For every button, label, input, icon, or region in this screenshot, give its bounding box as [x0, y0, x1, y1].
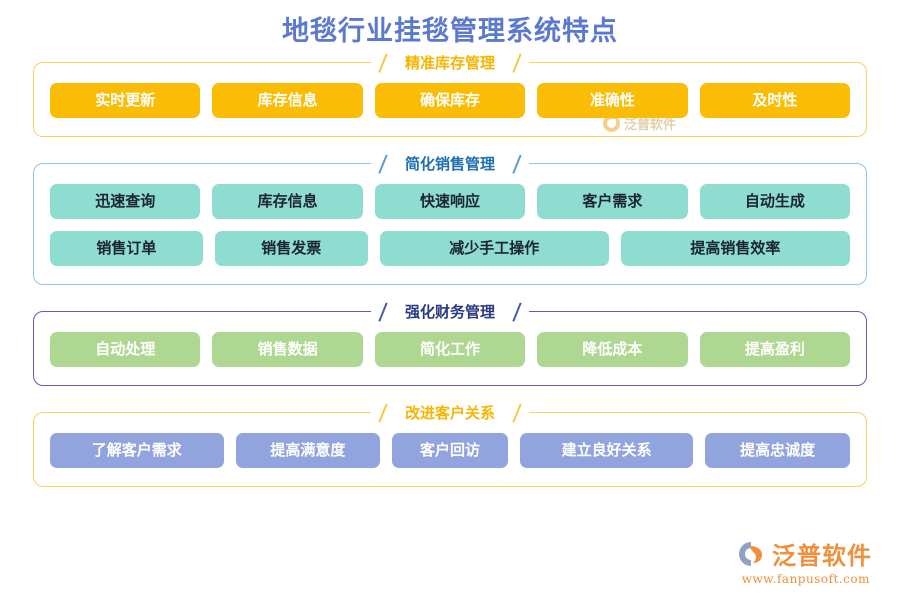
- chip-row: 销售订单销售发票减少手工操作提高销售效率: [34, 219, 866, 284]
- brand-logo-row: 泛普软件: [736, 536, 872, 571]
- sections-container: 精准库存管理实时更新库存信息确保库存准确性及时性简化销售管理迅速查询库存信息快速…: [0, 51, 900, 488]
- feature-chip[interactable]: 快速响应: [374, 184, 526, 220]
- feature-chip[interactable]: 库存信息: [212, 83, 363, 119]
- brand-logo-url: www.fanpusoft.com: [741, 572, 870, 586]
- section-card-inventory: 精准库存管理实时更新库存信息确保库存准确性及时性: [33, 51, 867, 138]
- chip-row: 实时更新库存信息确保库存准确性及时性: [34, 63, 866, 136]
- feature-chip[interactable]: 准确性: [537, 83, 688, 119]
- section-card-sales: 简化销售管理迅速查询库存信息快速响应客户需求自动生成销售订单销售发票减少手工操作…: [33, 152, 867, 286]
- feature-chip[interactable]: 销售订单: [50, 231, 203, 267]
- feature-chip[interactable]: 了解客户需求: [50, 433, 224, 469]
- brand-logo: 泛普软件 www.fanpusoft.com: [736, 536, 872, 586]
- feature-chip[interactable]: 客户回访: [392, 433, 508, 469]
- feature-chip[interactable]: 自动处理: [50, 332, 201, 368]
- feature-chip[interactable]: 客户需求: [537, 184, 688, 220]
- feature-chip[interactable]: 降低成本: [537, 332, 688, 368]
- feature-chip[interactable]: 及时性: [699, 83, 851, 119]
- feature-chip[interactable]: 实时更新: [50, 83, 201, 119]
- fanpu-logo-icon: [736, 539, 766, 569]
- chip-row: 了解客户需求提高满意度客户回访建立良好关系提高忠诚度: [34, 413, 866, 486]
- chip-row: 迅速查询库存信息快速响应客户需求自动生成: [34, 164, 866, 220]
- feature-chip[interactable]: 提高忠诚度: [705, 433, 850, 469]
- feature-chip[interactable]: 自动生成: [699, 184, 851, 220]
- feature-chip[interactable]: 提高盈利: [699, 332, 851, 368]
- feature-chip[interactable]: 迅速查询: [50, 184, 201, 220]
- feature-chip[interactable]: 确保库存: [374, 83, 526, 119]
- feature-chip[interactable]: 库存信息: [212, 184, 363, 220]
- feature-chip[interactable]: 提高满意度: [235, 433, 381, 469]
- feature-chip[interactable]: 简化工作: [374, 332, 526, 368]
- feature-chip[interactable]: 减少手工操作: [379, 231, 609, 267]
- brand-logo-name: 泛普软件: [772, 542, 872, 570]
- feature-chip[interactable]: 销售发票: [214, 231, 368, 267]
- feature-chip[interactable]: 销售数据: [212, 332, 363, 368]
- page-title: 地毯行业挂毯管理系统特点: [282, 16, 618, 47]
- chip-row: 自动处理销售数据简化工作降低成本提高盈利: [34, 312, 866, 385]
- section-card-customer: 改进客户关系了解客户需求提高满意度客户回访建立良好关系提高忠诚度: [33, 401, 867, 488]
- feature-chip[interactable]: 建立良好关系: [519, 433, 694, 469]
- feature-chip[interactable]: 提高销售效率: [620, 231, 850, 267]
- section-card-finance: 强化财务管理自动处理销售数据简化工作降低成本提高盈利: [33, 300, 867, 387]
